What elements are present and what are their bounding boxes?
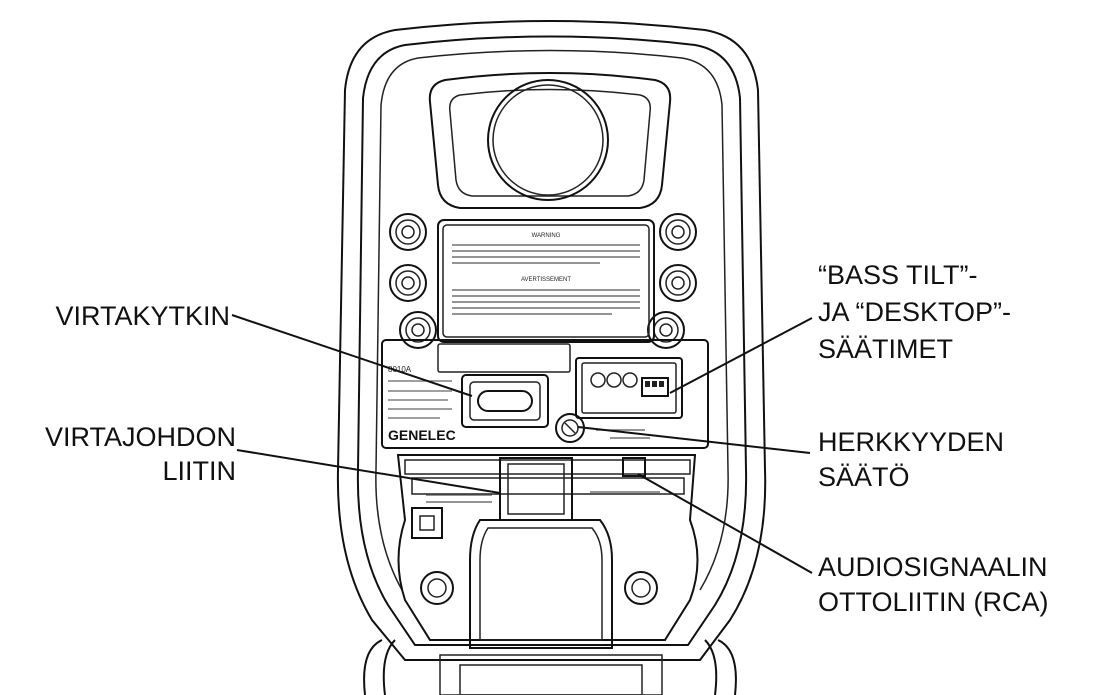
label-audio-input-line1: AUDIOSIGNAALIN xyxy=(818,552,1048,582)
label-audio-input-line2: OTTOLIITIN (RCA) xyxy=(818,587,1049,617)
mounting-screws-left xyxy=(389,213,437,349)
bass-tilt-dip-switches xyxy=(575,357,683,419)
label-power-connector-line1: VIRTAJOHDON xyxy=(45,422,236,452)
control-panel: 8010A GENELEC xyxy=(381,339,709,449)
warning-title-fr: AVERTISSEMENT xyxy=(521,277,571,283)
leader-power-connector xyxy=(236,449,501,494)
connector-bay xyxy=(396,454,699,649)
label-power-switch: VIRTAKYTKIN xyxy=(55,301,230,331)
label-power-connector-line2: LIITIN xyxy=(162,456,236,486)
warning-label: WARNING AVERTISSEMENT xyxy=(437,219,655,343)
leader-lines xyxy=(231,314,813,574)
leader-power-switch xyxy=(231,314,473,397)
leader-bass-tilt xyxy=(669,317,813,394)
label-bass-tilt-line2: JA “DESKTOP”- xyxy=(818,297,1011,327)
label-bass-tilt-line1: “BASS TILT”- xyxy=(818,260,978,290)
brand-logo: GENELEC xyxy=(388,427,456,443)
label-sensitivity-line2: SÄÄTÖ xyxy=(818,462,910,492)
tweeter-waveguide xyxy=(428,72,672,209)
label-sensitivity-line1: HERKKYYDEN xyxy=(818,427,1004,457)
warning-title: WARNING xyxy=(532,233,561,239)
label-bass-tilt-line3: SÄÄTIMET xyxy=(818,334,953,364)
leader-sensitivity xyxy=(577,426,811,454)
power-switch xyxy=(461,374,549,428)
leader-audio-input xyxy=(637,473,813,574)
mounting-screws-right xyxy=(647,213,697,349)
callout-labels: VIRTAKYTKIN VIRTAJOHDON LIITIN “BASS TIL… xyxy=(45,260,1049,617)
speaker-base xyxy=(363,639,737,695)
model-number: 8010A xyxy=(388,365,412,374)
